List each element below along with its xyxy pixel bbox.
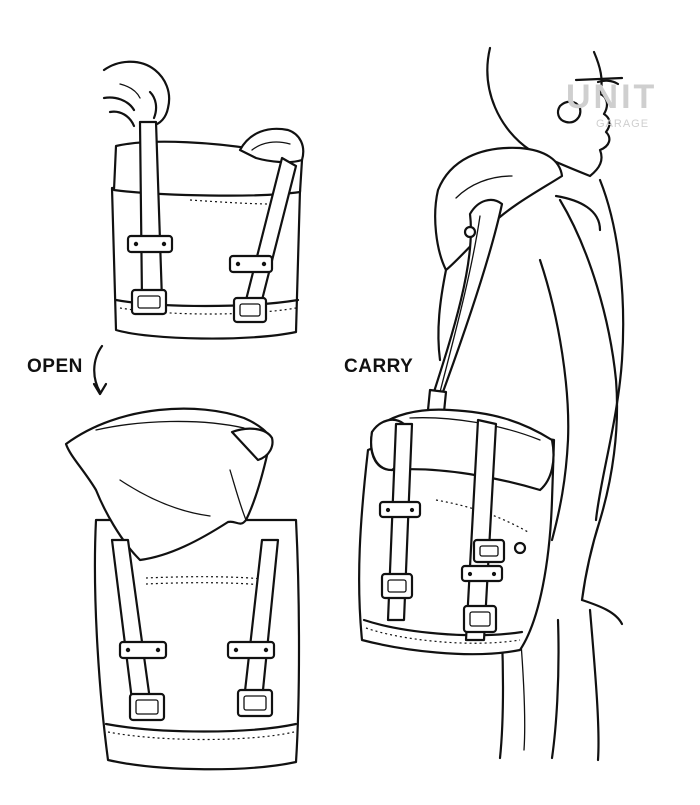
brand-logo: UNIT: [566, 78, 658, 116]
brand-logo-subtitle: GARAGE: [596, 118, 650, 130]
hand: [102, 60, 171, 128]
carry-label: CARRY: [344, 356, 414, 377]
open-label: OPEN: [27, 356, 83, 377]
closed-bag-drawing: [102, 60, 305, 340]
person-drawing: [358, 46, 625, 762]
open-bag-drawing: [64, 407, 301, 771]
open-arrow: [93, 344, 104, 394]
